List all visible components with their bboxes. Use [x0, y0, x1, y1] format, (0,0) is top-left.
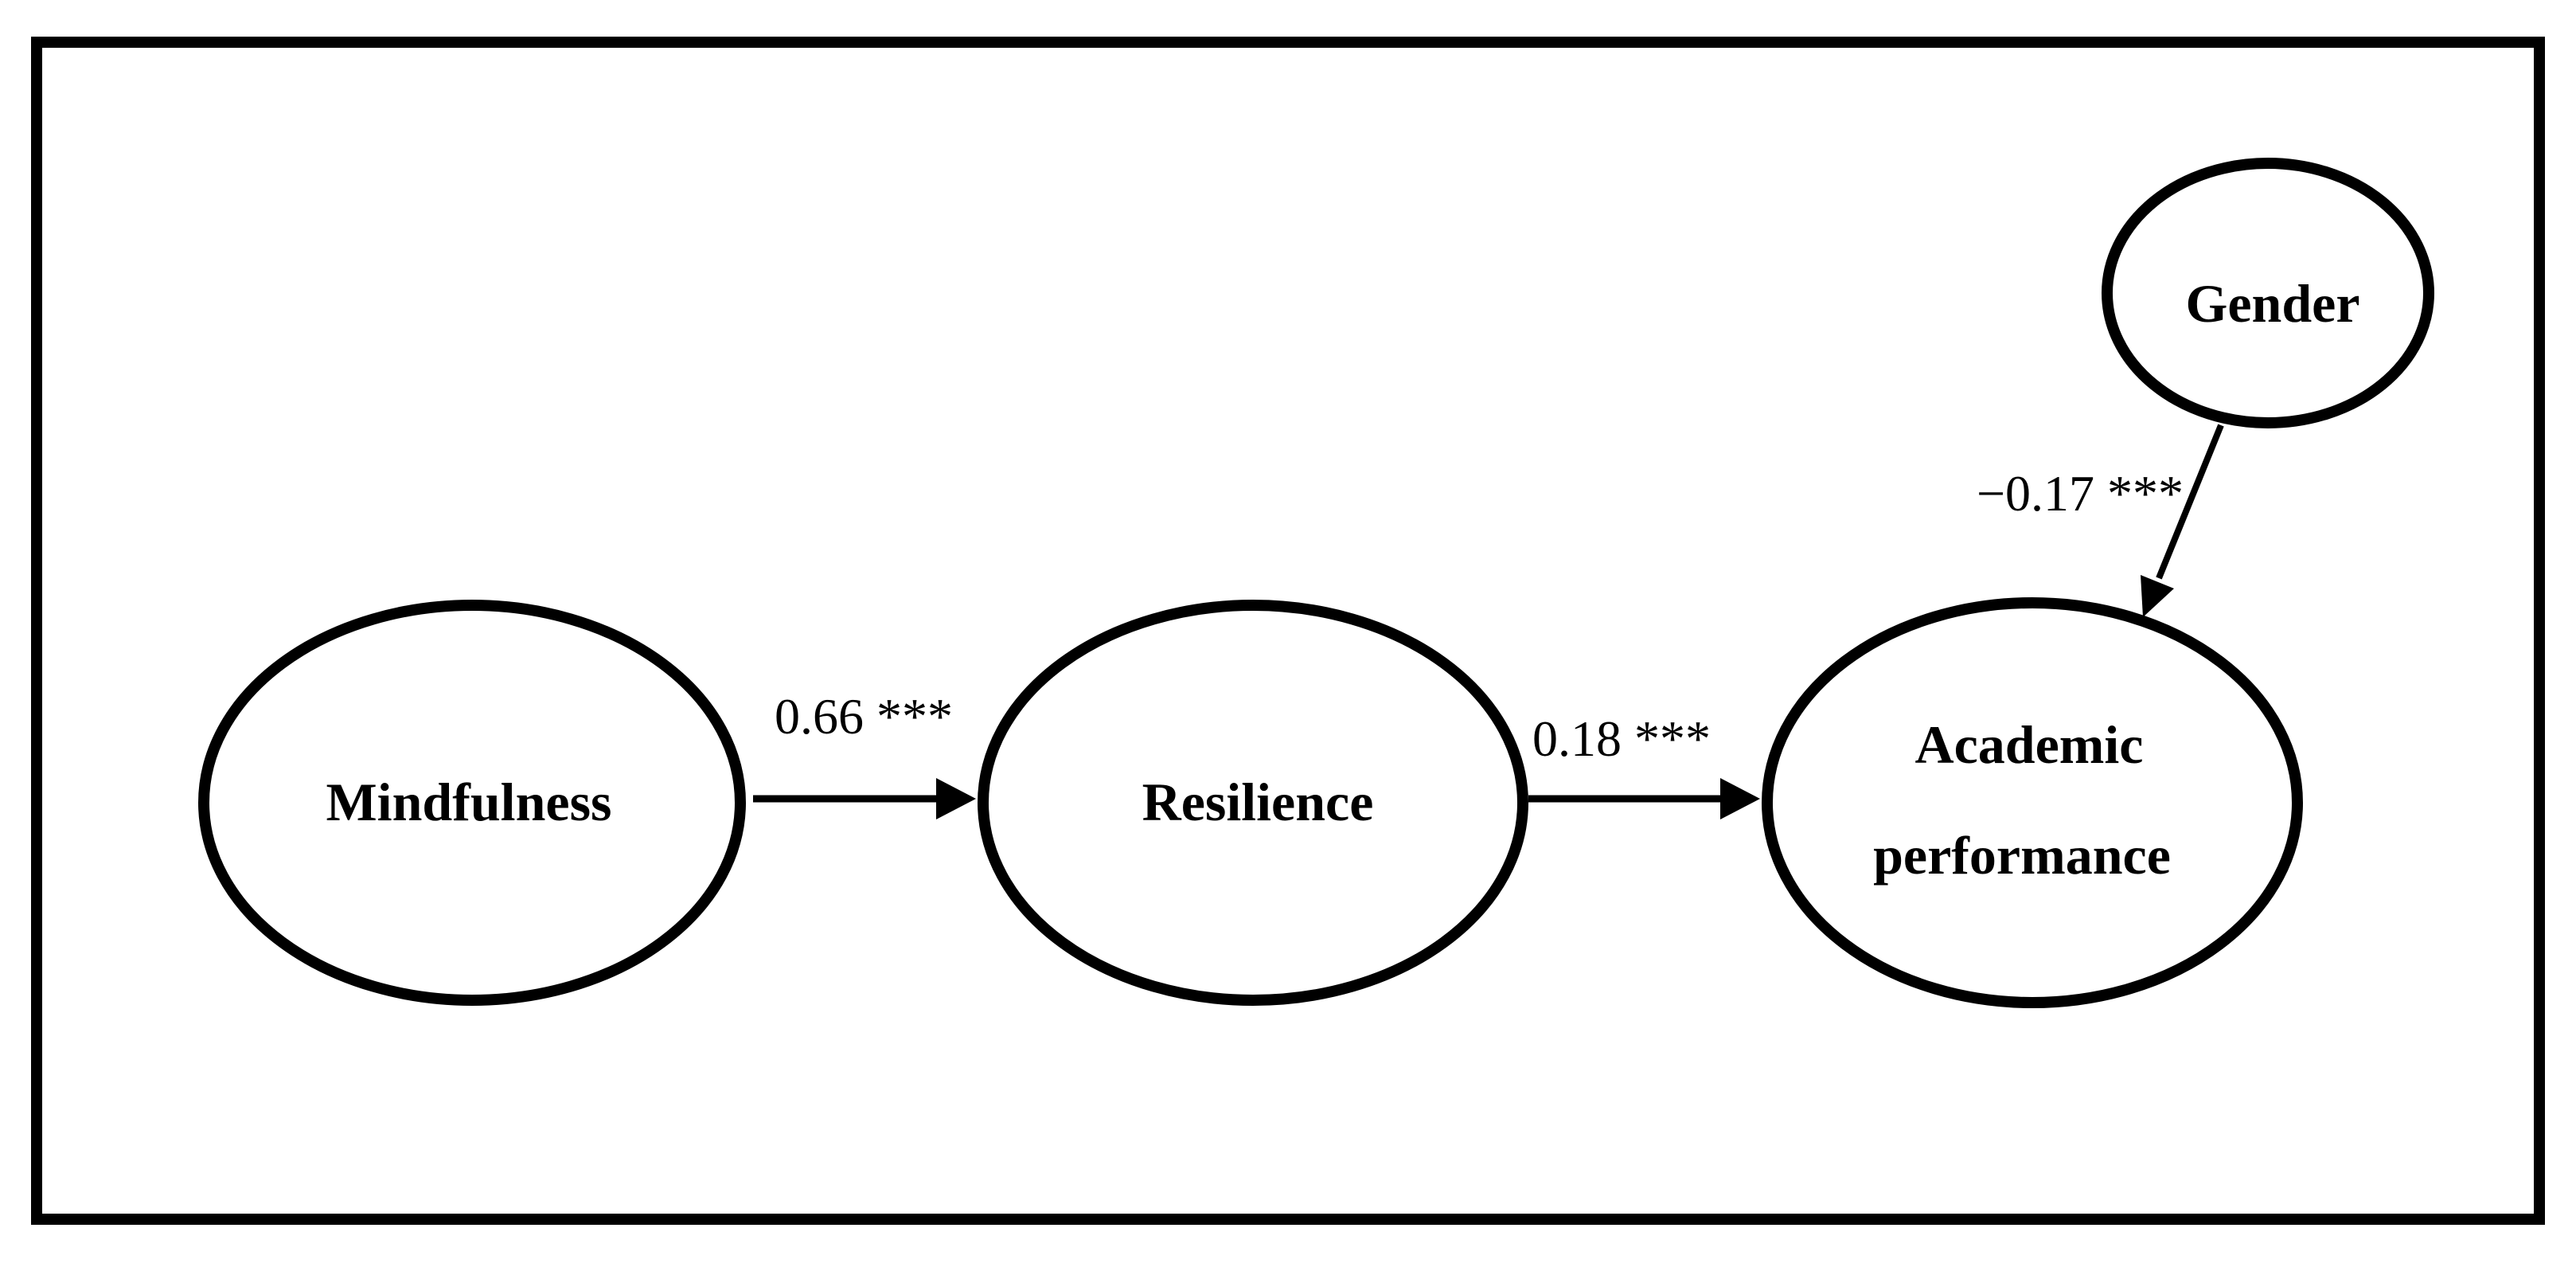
arrowhead-mindfulness-resilience: [936, 778, 976, 819]
node-resilience: [978, 600, 1528, 1006]
node-gender: [2102, 158, 2434, 428]
node-label-academic-line1: Academic: [1914, 714, 2143, 775]
node-label-resilience: Resilience: [1142, 772, 1374, 832]
node-mindfulness: [198, 600, 746, 1006]
arrowhead-gender-academic: [2141, 575, 2174, 617]
node-label-gender: Gender: [2185, 273, 2359, 334]
node-label-mindfulness: Mindfulness: [326, 772, 612, 832]
arrowhead-resilience-academic: [1720, 778, 1760, 819]
coefficient-mindfulness-resilience: 0.66 ***: [775, 688, 953, 745]
arrow-line-gender-academic: [2156, 424, 2224, 580]
node-label-academic-line2: performance: [1873, 825, 2171, 886]
coefficient-resilience-academic: 0.18 ***: [1532, 710, 1711, 767]
coefficient-gender-academic: −0.17 ***: [1977, 465, 2184, 522]
figure-border: [31, 37, 2545, 1225]
node-academic-performance: [1762, 597, 2303, 1008]
